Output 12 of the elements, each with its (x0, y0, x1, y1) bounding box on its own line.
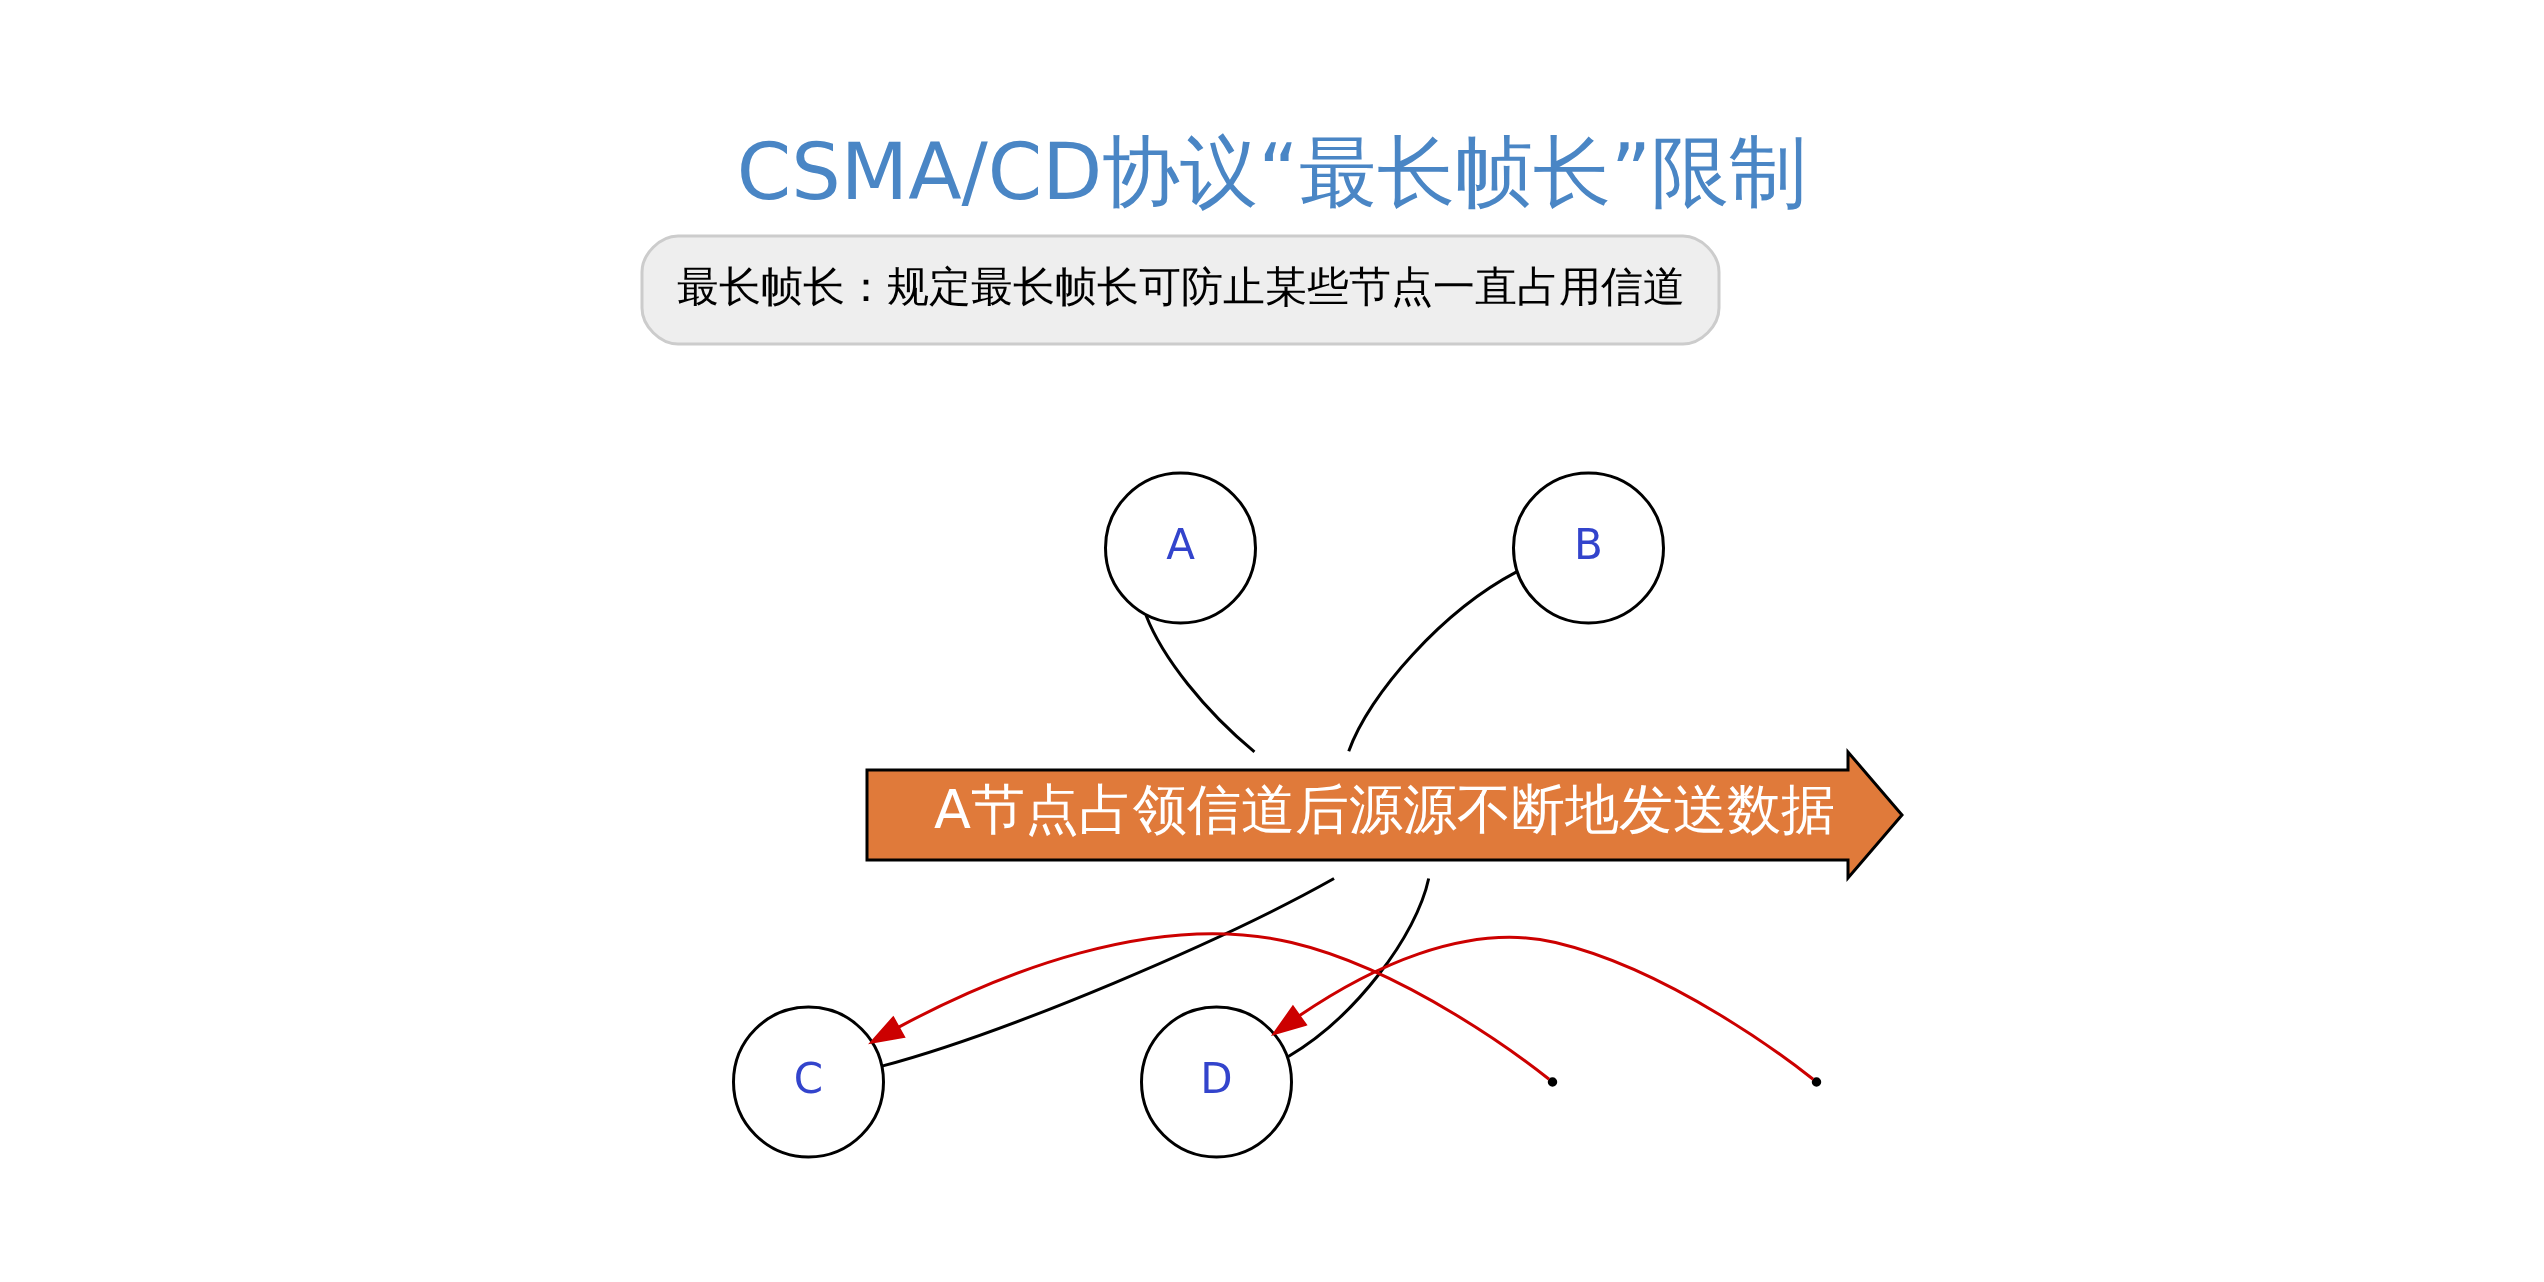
diagram-title: CSMA/CD协议“最长帧长”限制 (736, 127, 1808, 218)
connector (881, 877, 1335, 1068)
arrow (868, 932, 1551, 1081)
arrow (1270, 935, 1815, 1081)
node-circle: A (1104, 471, 1257, 625)
connector (1287, 878, 1431, 1058)
node-circle: D (1140, 1005, 1293, 1159)
node-circle: B (1512, 471, 1665, 625)
connector (1347, 570, 1518, 752)
label: 最长帧长：规定最长帧长可防止某些节点一直占用信道 (676, 262, 1685, 312)
node-circle: C (732, 1005, 885, 1159)
connector (1144, 614, 1256, 753)
